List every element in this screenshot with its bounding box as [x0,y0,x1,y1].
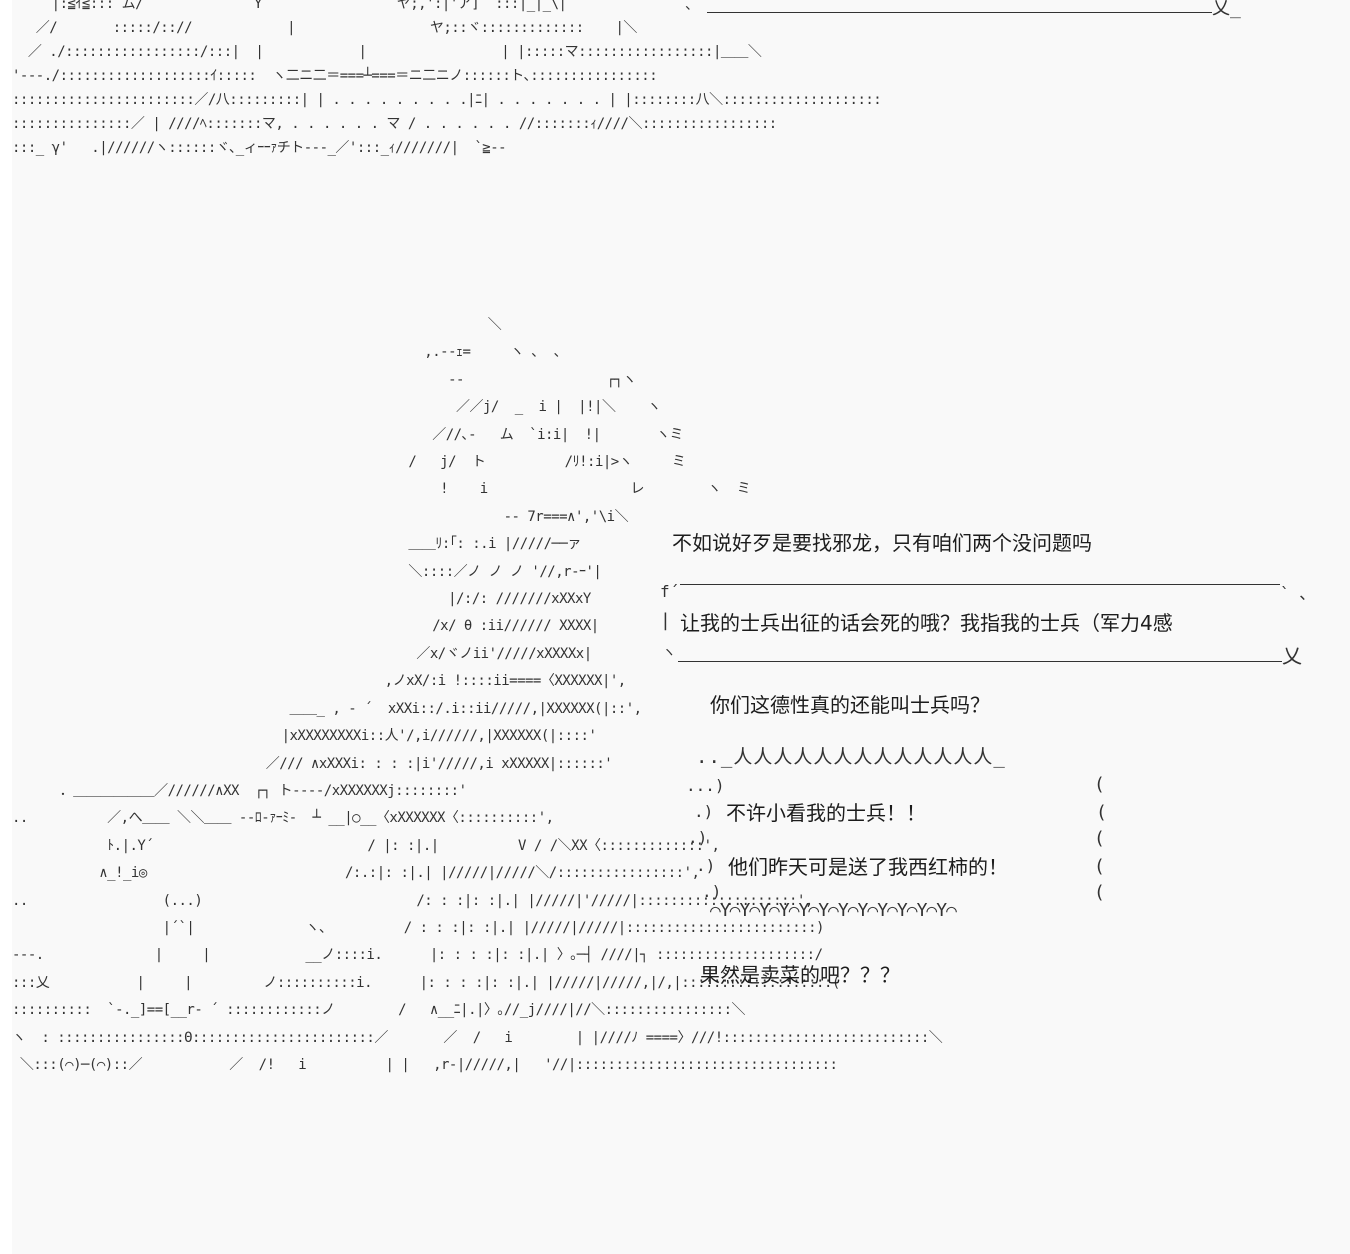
ascii-art-main-figure: ＼ ,.‐‐ｪ= ヽ ､ ､ ‐‐ ┌┐ヽ [12,317,943,1073]
shout-box-left-5: .) [702,882,722,901]
dialogue-line-3: 你们这德性真的还能叫士兵吗？ [710,693,990,717]
box-top-left-corner: f´ [660,582,680,601]
shout-box-left-1: ...) [686,776,725,795]
shout-box-right-1: ( [1094,774,1105,795]
shout-box-top: .._人人人人人人人人人人人人人_ [696,746,1006,768]
shout-box-bottom: ⌒Y⌒Y⌒Y⌒Y⌒Y⌒Y⌒Y⌒Y⌒Y⌒Y⌒Y⌒Y⌒ [710,900,957,921]
top-box-left-tail: 、 [685,0,699,13]
shout-box-right-2: ( [1096,802,1107,823]
box-bottom-right-corner: 乂 [1282,644,1302,668]
top-box-bottom-rule [707,12,1212,13]
box-left-edge: | [660,610,671,631]
manga-page: |:≦ｲ≦::: ム/ Y ヤ;,':|'ア] :::|_|_\| ／/ :::… [12,0,1350,1254]
box-bottom-left-corner: ヽ [662,645,676,661]
dialogue-line-6: 果然是卖菜的吧？？？ [700,963,900,987]
dialogue-line-4: 不许小看我的士兵！！ [726,801,926,825]
shout-box-left-4: .) [696,856,716,875]
shout-box-right-3: ( [1094,828,1105,849]
dialogue-line-2: 让我的士兵出征的话会死的哦？我指我的士兵（军力4感 [680,611,1173,635]
box-top-right-corner: ` 、 [1280,584,1316,603]
shout-box-right-4: ( [1094,856,1105,877]
shout-box-left-2: .) [694,802,714,821]
box-bottom-rule [678,661,1282,662]
ascii-art-top-scene: |:≦ｲ≦::: ム/ Y ヤ;,':|'ア] :::|_|_\| ／/ :::… [12,0,882,156]
box-top-rule [680,584,1280,585]
shout-box-right-5: ( [1094,882,1105,903]
dialogue-line-5: 他们昨天可是送了我西红柿的！ [728,855,1008,879]
dialogue-line-1: 不如说好歹是要找邪龙，只有咱们两个没问题吗 [672,531,1092,555]
shout-box-left-3: .) [688,828,708,847]
top-box-right-tail: 乂_ [1212,0,1241,19]
